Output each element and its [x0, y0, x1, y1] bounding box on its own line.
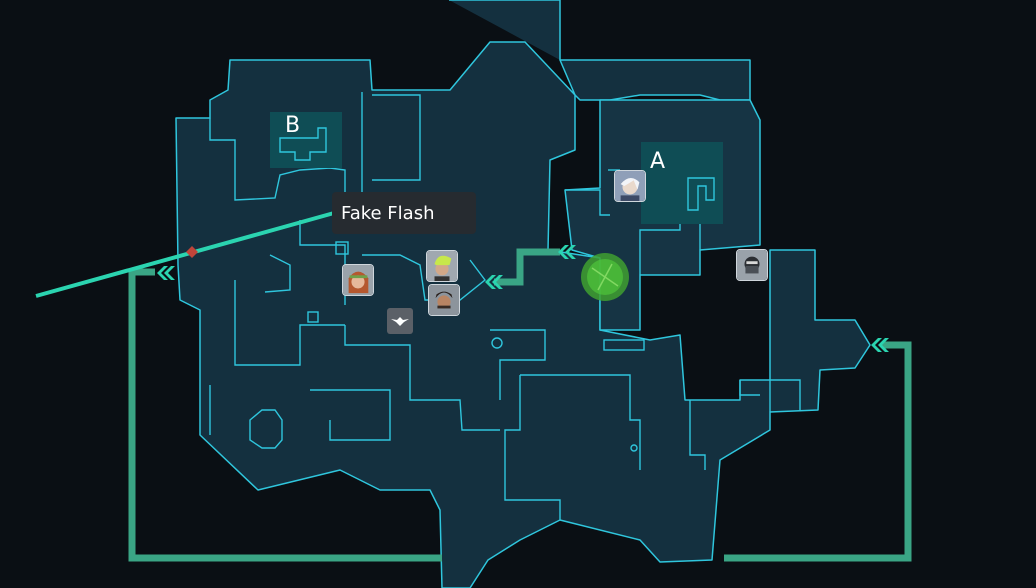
route-arrows	[157, 245, 889, 352]
attack-routes	[128, 248, 912, 562]
route-mid	[494, 248, 560, 286]
site-a-zone	[641, 142, 723, 224]
flash-origin-marker	[186, 246, 198, 258]
agent-portrait-green-hair-icon[interactable]	[426, 250, 458, 282]
tooltip-text: Fake Flash	[341, 202, 435, 224]
map-walls	[209, 92, 801, 520]
bird-glyph	[391, 317, 409, 326]
site-zones	[270, 112, 723, 224]
ability-tooltip: Fake Flash	[332, 192, 476, 234]
agent-portrait-dark-hair-icon[interactable]	[428, 284, 460, 316]
fake-flash-line[interactable]	[35, 211, 335, 298]
site-a-label: A	[650, 149, 666, 174]
site-b-label: B	[285, 113, 301, 138]
bird-flash-icon[interactable]	[387, 308, 413, 334]
route-a-main	[724, 341, 912, 562]
agent-portrait-white-hair-icon[interactable]	[614, 170, 646, 202]
agent-portrait-masked-icon[interactable]	[736, 249, 768, 281]
map-props	[307, 241, 645, 452]
agent-portrait-headband-icon[interactable]	[342, 264, 374, 296]
site-b-zone	[270, 112, 342, 168]
smoke-orb-icon[interactable]	[581, 253, 629, 301]
route-b-main	[128, 268, 442, 562]
